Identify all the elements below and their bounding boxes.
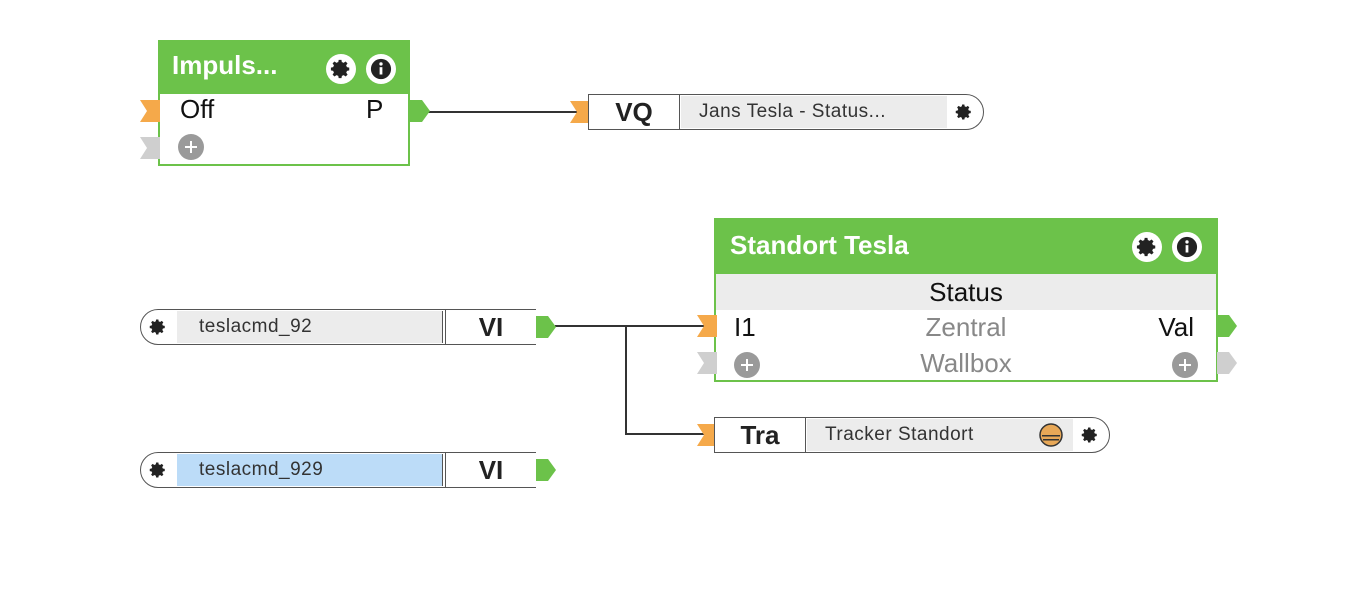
settings-icon[interactable] bbox=[1081, 426, 1099, 444]
settings-icon[interactable] bbox=[149, 318, 167, 336]
vi-2-name-box[interactable]: teslacmd_929 bbox=[177, 454, 443, 486]
settings-icon[interactable] bbox=[1132, 232, 1162, 262]
wire-branch-vertical[interactable] bbox=[625, 325, 627, 433]
tracker-name: Tracker Standort bbox=[825, 424, 974, 445]
vi-1-code-box: VI bbox=[445, 310, 536, 344]
vi-2-code: VI bbox=[478, 454, 504, 485]
add-input-icon[interactable] bbox=[734, 352, 760, 378]
add-input-icon[interactable] bbox=[178, 134, 204, 160]
standort-block-title: Standort Tesla bbox=[730, 230, 909, 260]
tracker-connector[interactable]: Tra Tracker Standort bbox=[714, 417, 1110, 453]
add-output-icon[interactable] bbox=[1172, 352, 1198, 378]
standort-wallbox-label: Wallbox bbox=[920, 348, 1012, 378]
wire-vi-to-standort[interactable] bbox=[555, 325, 705, 327]
vq-input-pin[interactable] bbox=[570, 101, 590, 123]
vi-2-name: teslacmd_929 bbox=[199, 459, 324, 480]
info-icon[interactable] bbox=[366, 54, 396, 84]
impuls-output-pin-p[interactable] bbox=[410, 100, 430, 122]
impuls-output-p-label: P bbox=[366, 94, 384, 124]
tracker-input-pin[interactable] bbox=[697, 424, 717, 446]
impuls-input-pin-off[interactable] bbox=[140, 100, 160, 122]
standort-input-pin-i1[interactable] bbox=[697, 315, 717, 337]
wire-branch-to-tracker[interactable] bbox=[625, 433, 705, 435]
impuls-input-pin-add[interactable] bbox=[140, 137, 160, 159]
vq-name: Jans Tesla - Status... bbox=[699, 101, 887, 122]
vi-connector-1[interactable]: teslacmd_92 VI bbox=[140, 309, 536, 345]
impuls-block-title: Impuls... bbox=[172, 50, 278, 80]
standort-output-val-label: Val bbox=[1158, 312, 1194, 342]
vi-2-output-pin[interactable] bbox=[536, 459, 556, 481]
standort-status-label: Status bbox=[929, 277, 1003, 307]
standort-zentral-label: Zentral bbox=[925, 312, 1007, 342]
vq-code: VQ bbox=[615, 96, 653, 127]
vi-1-name-box[interactable]: teslacmd_92 bbox=[177, 311, 443, 343]
info-icon[interactable] bbox=[1172, 232, 1202, 262]
tracker-code-box: Tra bbox=[715, 418, 806, 452]
standort-input-i1-label: I1 bbox=[734, 312, 756, 342]
impuls-block[interactable]: Impuls... Off P bbox=[158, 40, 410, 166]
vq-code-box: VQ bbox=[589, 95, 680, 129]
standort-block-header[interactable]: Standort Tesla bbox=[716, 220, 1216, 274]
impuls-input-off-label: Off bbox=[180, 94, 215, 124]
standort-output-pin-val[interactable] bbox=[1217, 315, 1237, 337]
vi-2-code-box: VI bbox=[445, 453, 536, 487]
wire-impuls-to-vq[interactable] bbox=[428, 111, 578, 113]
standort-output-pin-add[interactable] bbox=[1217, 352, 1237, 374]
vi-connector-2[interactable]: teslacmd_929 VI bbox=[140, 452, 536, 488]
settings-icon[interactable] bbox=[955, 103, 973, 121]
impuls-block-header[interactable]: Impuls... bbox=[160, 42, 408, 94]
vq-name-box[interactable]: Jans Tesla - Status... bbox=[681, 96, 947, 128]
standort-input-pin-add[interactable] bbox=[697, 352, 717, 374]
vq-connector[interactable]: VQ Jans Tesla - Status... bbox=[588, 94, 984, 130]
tracker-status-icon bbox=[1039, 423, 1063, 447]
standort-tesla-block[interactable]: Standort Tesla Status I1 Zentral Val Wal… bbox=[714, 218, 1218, 382]
vi-1-output-pin[interactable] bbox=[536, 316, 556, 338]
tracker-code: Tra bbox=[740, 419, 780, 450]
tracker-name-box[interactable]: Tracker Standort bbox=[807, 419, 1073, 451]
settings-icon[interactable] bbox=[149, 461, 167, 479]
standort-status-row: Status bbox=[716, 274, 1216, 310]
settings-icon[interactable] bbox=[326, 54, 356, 84]
vi-1-code: VI bbox=[478, 311, 504, 342]
vi-1-name: teslacmd_92 bbox=[199, 316, 313, 337]
